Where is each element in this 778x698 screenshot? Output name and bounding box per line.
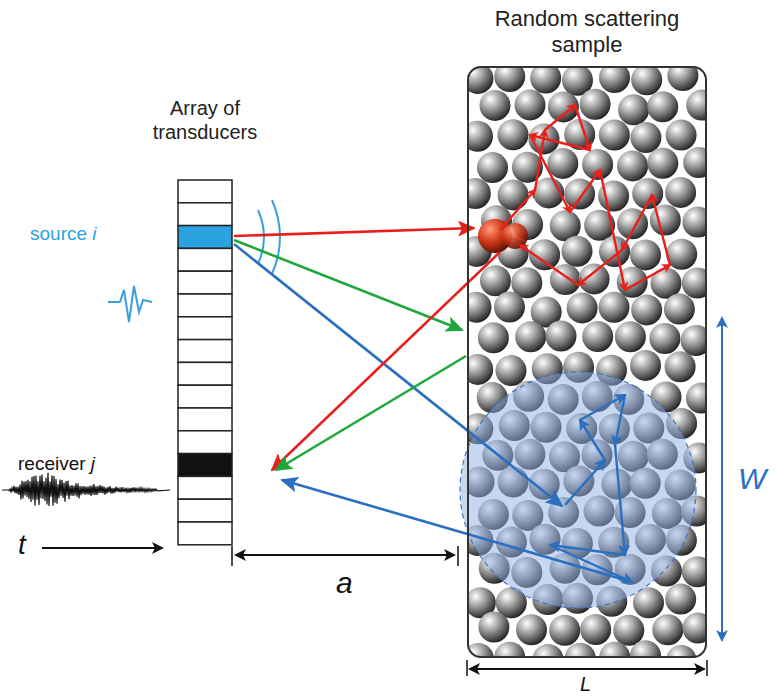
source-label: source i bbox=[30, 224, 97, 245]
thickness-label: L bbox=[580, 673, 591, 695]
transducer-array: Array of transducers bbox=[130, 96, 280, 556]
heading: Random scattering sample bbox=[472, 6, 702, 59]
distance-label: a bbox=[336, 566, 353, 599]
time-axis-label: t bbox=[18, 530, 26, 561]
wave-path-arrow bbox=[272, 252, 500, 470]
wave-path-arrow bbox=[276, 356, 466, 470]
wave-path-arrow bbox=[234, 244, 562, 506]
wave-path-arrow bbox=[234, 228, 474, 236]
wave-path-arrow bbox=[282, 480, 632, 582]
sample-outline bbox=[467, 66, 707, 658]
width-label: W bbox=[738, 462, 766, 495]
wave-path-arrow bbox=[234, 240, 462, 330]
scattering-sample: Random scattering sample bbox=[440, 6, 734, 662]
heading: Array of transducers bbox=[140, 96, 270, 144]
receiver-label: receiver j bbox=[18, 454, 95, 475]
